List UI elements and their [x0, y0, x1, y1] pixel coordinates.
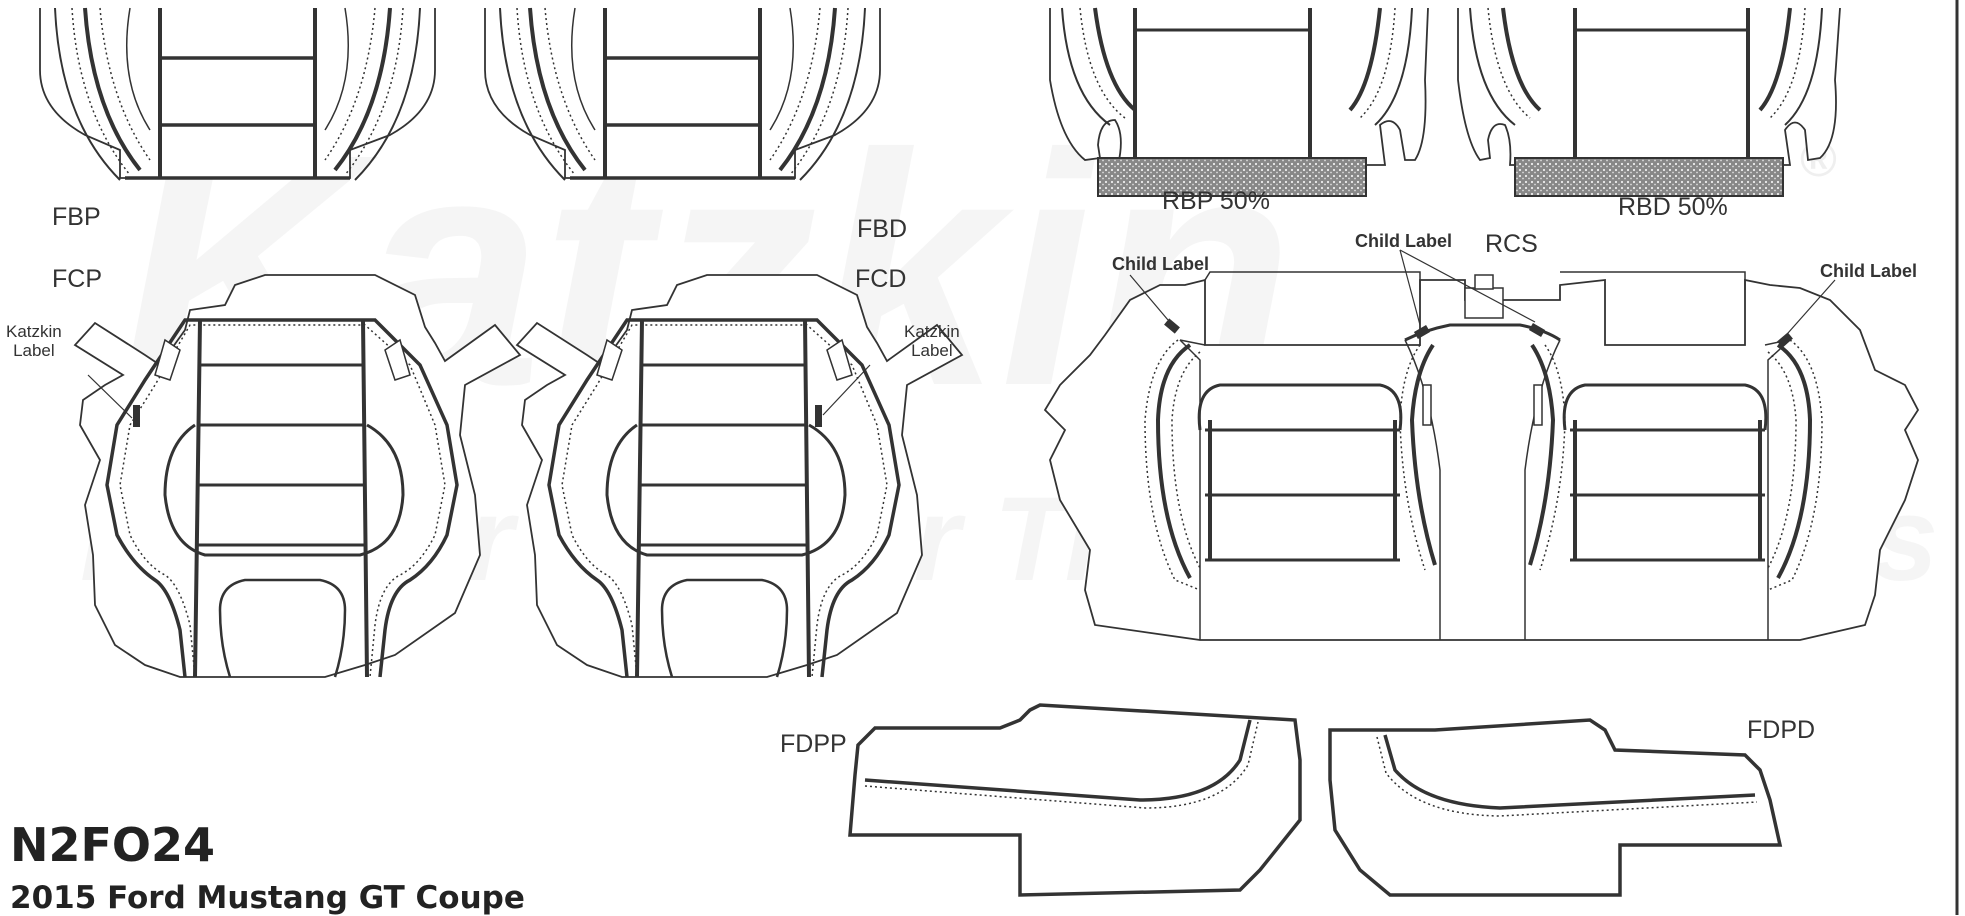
label-fbd: FBD — [857, 215, 907, 243]
katzkin-label-markers — [87, 364, 871, 427]
label-fdpd: FDPD — [1747, 716, 1816, 744]
label-fdpp: FDPP — [780, 730, 847, 758]
child-label-markers — [1129, 249, 1836, 348]
child-label-callout-left: Child Label — [1112, 254, 1210, 274]
label-fcd: FCD — [855, 265, 907, 293]
katzkin-label-callout-left: Katzkin Label — [6, 322, 62, 360]
front-door-panel-passenger-piece — [848, 703, 1302, 897]
front-back-driver-piece — [483, 6, 882, 182]
label-fbp: FBP — [52, 203, 101, 231]
front-back-passenger-piece — [38, 6, 437, 182]
child-label-callout-center: Child Label — [1355, 231, 1453, 251]
front-door-panel-driver-piece — [1328, 718, 1783, 897]
rear-back-driver-piece — [1457, 7, 1841, 197]
pattern-code: N2FO24 — [10, 818, 216, 872]
label-rbd: RBD 50% — [1618, 193, 1728, 221]
front-cushion-driver-piece — [515, 273, 964, 679]
vehicle-title: 2015 Ford Mustang GT Coupe — [10, 880, 525, 916]
rear-back-passenger-piece — [1049, 7, 1429, 197]
katzkin-label-callout-right: Katzkin Label — [904, 322, 960, 360]
front-cushion-passenger-piece — [73, 273, 522, 679]
label-rcs: RCS — [1485, 230, 1538, 258]
child-label-callout-right: Child Label — [1820, 261, 1918, 281]
rear-cushion-piece — [1043, 271, 1920, 641]
label-rbp: RBP 50% — [1162, 187, 1270, 215]
label-fcp: FCP — [52, 265, 102, 293]
